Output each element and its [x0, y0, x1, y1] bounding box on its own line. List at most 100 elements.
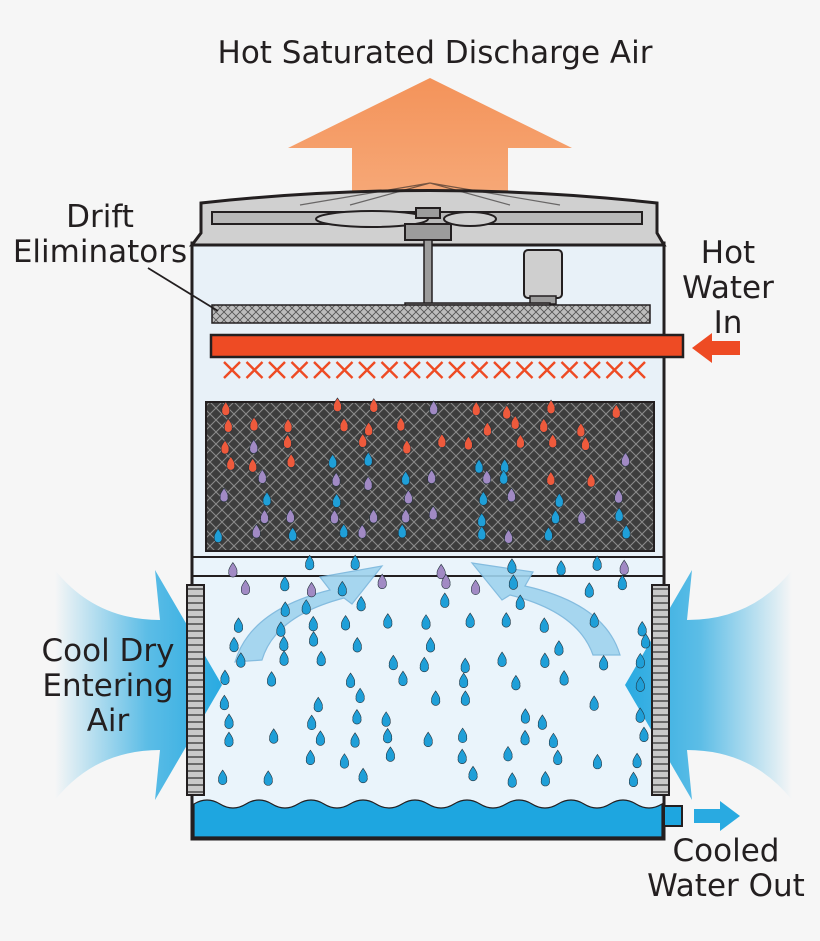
droplet-icon — [497, 651, 507, 667]
discharge-air-label: Hot Saturated Discharge Air — [217, 35, 653, 71]
hot-water-pipe — [209, 333, 685, 359]
droplet-icon — [333, 397, 342, 413]
droplet-icon — [507, 487, 516, 503]
droplet-icon — [249, 439, 259, 454]
spray-nozzle-icon — [268, 361, 286, 379]
droplet-icon — [350, 554, 360, 570]
droplet-icon — [504, 529, 513, 544]
droplet-icon — [388, 654, 398, 671]
droplet-icon — [224, 713, 234, 729]
droplet-icon — [352, 637, 362, 653]
droplet-icon — [330, 509, 339, 524]
droplet-icon — [355, 687, 365, 704]
droplet-icon — [308, 615, 318, 632]
droplet-icon — [316, 650, 326, 667]
droplet-icon — [635, 652, 645, 669]
droplet-icon — [396, 416, 406, 432]
droplet-icon — [516, 433, 525, 449]
droplet-icon — [621, 524, 631, 540]
droplet-icon — [599, 655, 609, 671]
droplet-icon — [286, 453, 296, 468]
droplet-icon — [581, 436, 590, 451]
spray-nozzle-icon — [403, 361, 421, 379]
fan-icon — [315, 207, 497, 241]
droplet-icon — [280, 575, 290, 592]
droplet-icon — [220, 439, 230, 455]
droplet-icon — [503, 745, 513, 762]
droplet-icon — [548, 433, 558, 449]
droplet-icon — [614, 507, 624, 522]
droplet-icon — [352, 709, 362, 725]
droplet-icon — [553, 749, 563, 765]
droplet-icon — [423, 731, 433, 747]
droplet-icon — [288, 526, 297, 542]
droplet-icon — [283, 434, 292, 449]
droplet-icon — [213, 528, 223, 543]
spray-nozzle-icon — [538, 361, 556, 379]
droplet-icon — [260, 509, 269, 524]
cool-air-label: Cool Dry Entering Air — [41, 633, 175, 739]
droplet-icon — [280, 601, 290, 617]
droplet-icon — [548, 732, 558, 749]
droplet-icon — [511, 674, 521, 691]
droplet-icon — [369, 508, 378, 524]
droplet-icon — [358, 767, 368, 784]
droplet-icon — [358, 433, 367, 448]
droplet-icon — [586, 472, 596, 488]
spray-nozzle-icon — [380, 361, 399, 379]
droplet-icon — [611, 403, 621, 419]
droplet-icon — [228, 562, 238, 578]
droplet-icon — [635, 707, 645, 723]
droplet-icon — [468, 765, 478, 782]
droplet-icon — [421, 614, 431, 630]
spray-nozzle-icon — [470, 361, 489, 379]
droplet-icon — [305, 554, 315, 571]
droplet-icon — [339, 753, 349, 769]
droplet-icon — [460, 657, 470, 673]
droplet-icon — [307, 714, 317, 731]
droplet-icon — [305, 749, 315, 765]
droplet-icon — [621, 452, 630, 467]
spray-nozzle-icon — [628, 361, 646, 379]
droplet-icon — [508, 574, 518, 590]
spray-nozzle-icon — [493, 361, 511, 379]
droplet-icon — [471, 401, 481, 416]
droplet-icon — [592, 555, 602, 571]
droplet-icon — [229, 636, 239, 653]
droplet-icon — [279, 650, 289, 666]
hot-water-arrow — [692, 333, 740, 363]
spray-nozzle-icon — [223, 361, 241, 379]
droplet-icon — [339, 417, 349, 433]
droplet-icon — [397, 523, 407, 539]
motor-icon — [523, 249, 563, 305]
droplet-icon — [381, 711, 391, 727]
droplet-icon — [218, 769, 228, 785]
droplet-icon — [219, 487, 229, 503]
droplet-icon — [377, 573, 387, 589]
droplet-icon — [236, 652, 246, 668]
droplet-icon — [402, 439, 412, 455]
droplet-icon — [401, 470, 410, 486]
spray-nozzle-icon — [583, 361, 601, 379]
droplet-icon — [515, 594, 525, 610]
droplet-icon — [546, 399, 556, 415]
droplet-icon — [301, 599, 311, 615]
droplet-icon — [520, 708, 530, 724]
droplet-icon — [385, 746, 395, 762]
droplet-icon — [555, 492, 564, 508]
spray-nozzle-icon — [245, 361, 264, 379]
spray-nozzle-icon — [358, 361, 376, 379]
droplet-icon — [258, 469, 267, 484]
droplet-icon — [263, 770, 273, 786]
droplet-icon — [431, 690, 441, 706]
drift-eliminators-label: Drift Eliminators — [12, 199, 188, 270]
spray-nozzle-icon — [335, 361, 354, 379]
droplet-icon — [577, 509, 587, 525]
droplet-icon — [248, 457, 257, 473]
droplet-icon — [539, 417, 549, 433]
droplet-icon — [540, 771, 550, 787]
cooled-water-arrow — [694, 801, 740, 831]
droplet-icon — [589, 695, 599, 711]
droplet-icon — [309, 631, 319, 647]
